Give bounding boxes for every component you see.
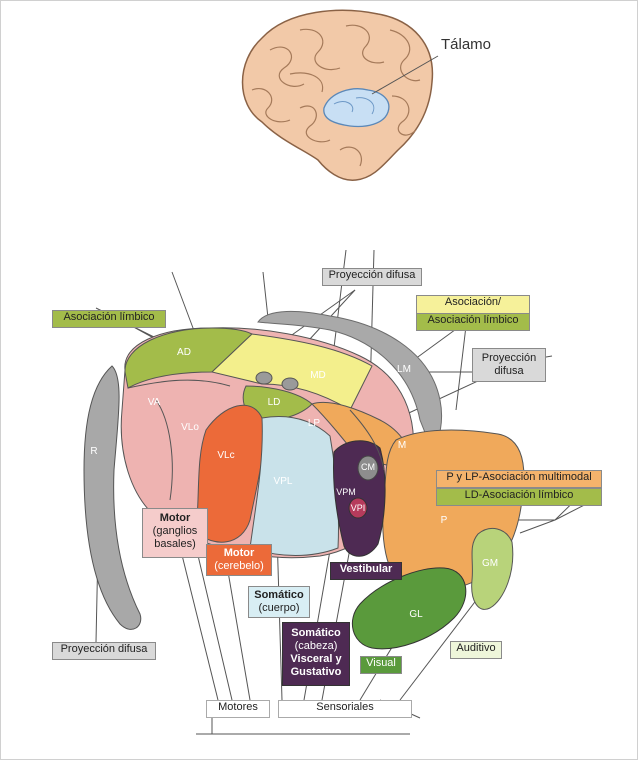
label-proyeccion-difusa-top: Proyección difusa [322, 268, 422, 286]
label-somatico-cuerpo: Somático (cuerpo) [248, 586, 310, 618]
nucleus-md: MD [310, 370, 326, 381]
label-motor-ganglios: Motor (ganglios basales) [142, 508, 208, 558]
nucleus-lm: LM [397, 364, 411, 375]
label-somatico-cuerpo-line2: (cuerpo) [258, 602, 300, 614]
label-motor-ganglios-line2: (ganglios [152, 525, 198, 537]
label-somatico-cabeza-line4: Gustativo [290, 666, 342, 678]
label-motor-cerebelo-line1: Motor [223, 547, 255, 559]
nucleus-p: P [440, 515, 448, 526]
label-motor-cerebelo: Motor (cerebelo) [206, 544, 272, 576]
brain-illustration [241, 9, 439, 181]
nucleus-gm: GM [481, 558, 499, 569]
label-auditivo: Auditivo [450, 641, 502, 659]
nucleus-lp: LP [307, 418, 321, 429]
label-motores: Motores [206, 700, 270, 718]
label-sensoriales: Sensoriales [278, 700, 412, 718]
label-somatico-cuerpo-line1: Somático [254, 589, 304, 601]
label-ld-asociacion: LD-Asociación límbico [436, 488, 602, 506]
label-vestibular: Vestibular [330, 562, 402, 580]
thalamus-nuclei [83, 310, 525, 650]
nucleus-vpi: VPI [350, 503, 366, 513]
nucleus-borders [127, 379, 385, 501]
label-somatico-cabeza-line3: Visceral y [290, 653, 342, 665]
nucleus-cm: CM [361, 462, 375, 472]
label-somatico-cabeza-line1: Somático [291, 627, 341, 639]
label-asociacion: Asociación/ [416, 295, 530, 313]
nucleus-m: M [397, 440, 407, 451]
nucleus-gl: GL [409, 609, 423, 620]
label-somatico-cabeza: Somático (cabeza) Visceral y Gustativo [282, 622, 350, 686]
label-proyeccion-difusa-bottom: Proyección difusa [52, 642, 156, 660]
nucleus-vpm: VPM [336, 487, 356, 497]
label-motor-cerebelo-line2: (cerebelo) [214, 560, 264, 572]
label-proyeccion-difusa-right-line2: difusa [494, 365, 524, 377]
label-motor-ganglios-line1: Motor [159, 512, 191, 524]
nucleus-vlc: VLc [217, 450, 235, 461]
label-proyeccion-difusa-right-line1: Proyección [481, 352, 537, 364]
nucleus-va: VA [147, 397, 161, 408]
label-somatico-cabeza-line2: (cabeza) [294, 640, 338, 652]
thalamus-label: Tálamo [441, 36, 492, 53]
label-motor-ganglios-line3: basales) [154, 538, 196, 550]
nucleus-vpl: VPL [273, 476, 293, 487]
label-asociacion-limbico-left: Asociación límbico [52, 310, 166, 328]
nucleus-r: R [90, 446, 98, 457]
label-visual: Visual [360, 656, 402, 674]
nucleus-ld: LD [267, 397, 281, 408]
label-proyeccion-difusa-right: Proyección difusa [472, 348, 546, 382]
nucleus-ad: AD [177, 347, 191, 358]
label-p-lp-asociacion: P y LP-Asociación multimodal [436, 470, 602, 488]
label-asociacion-limbico-right: Asociación límbico [416, 313, 530, 331]
nucleus-vlo: VLo [181, 422, 199, 433]
